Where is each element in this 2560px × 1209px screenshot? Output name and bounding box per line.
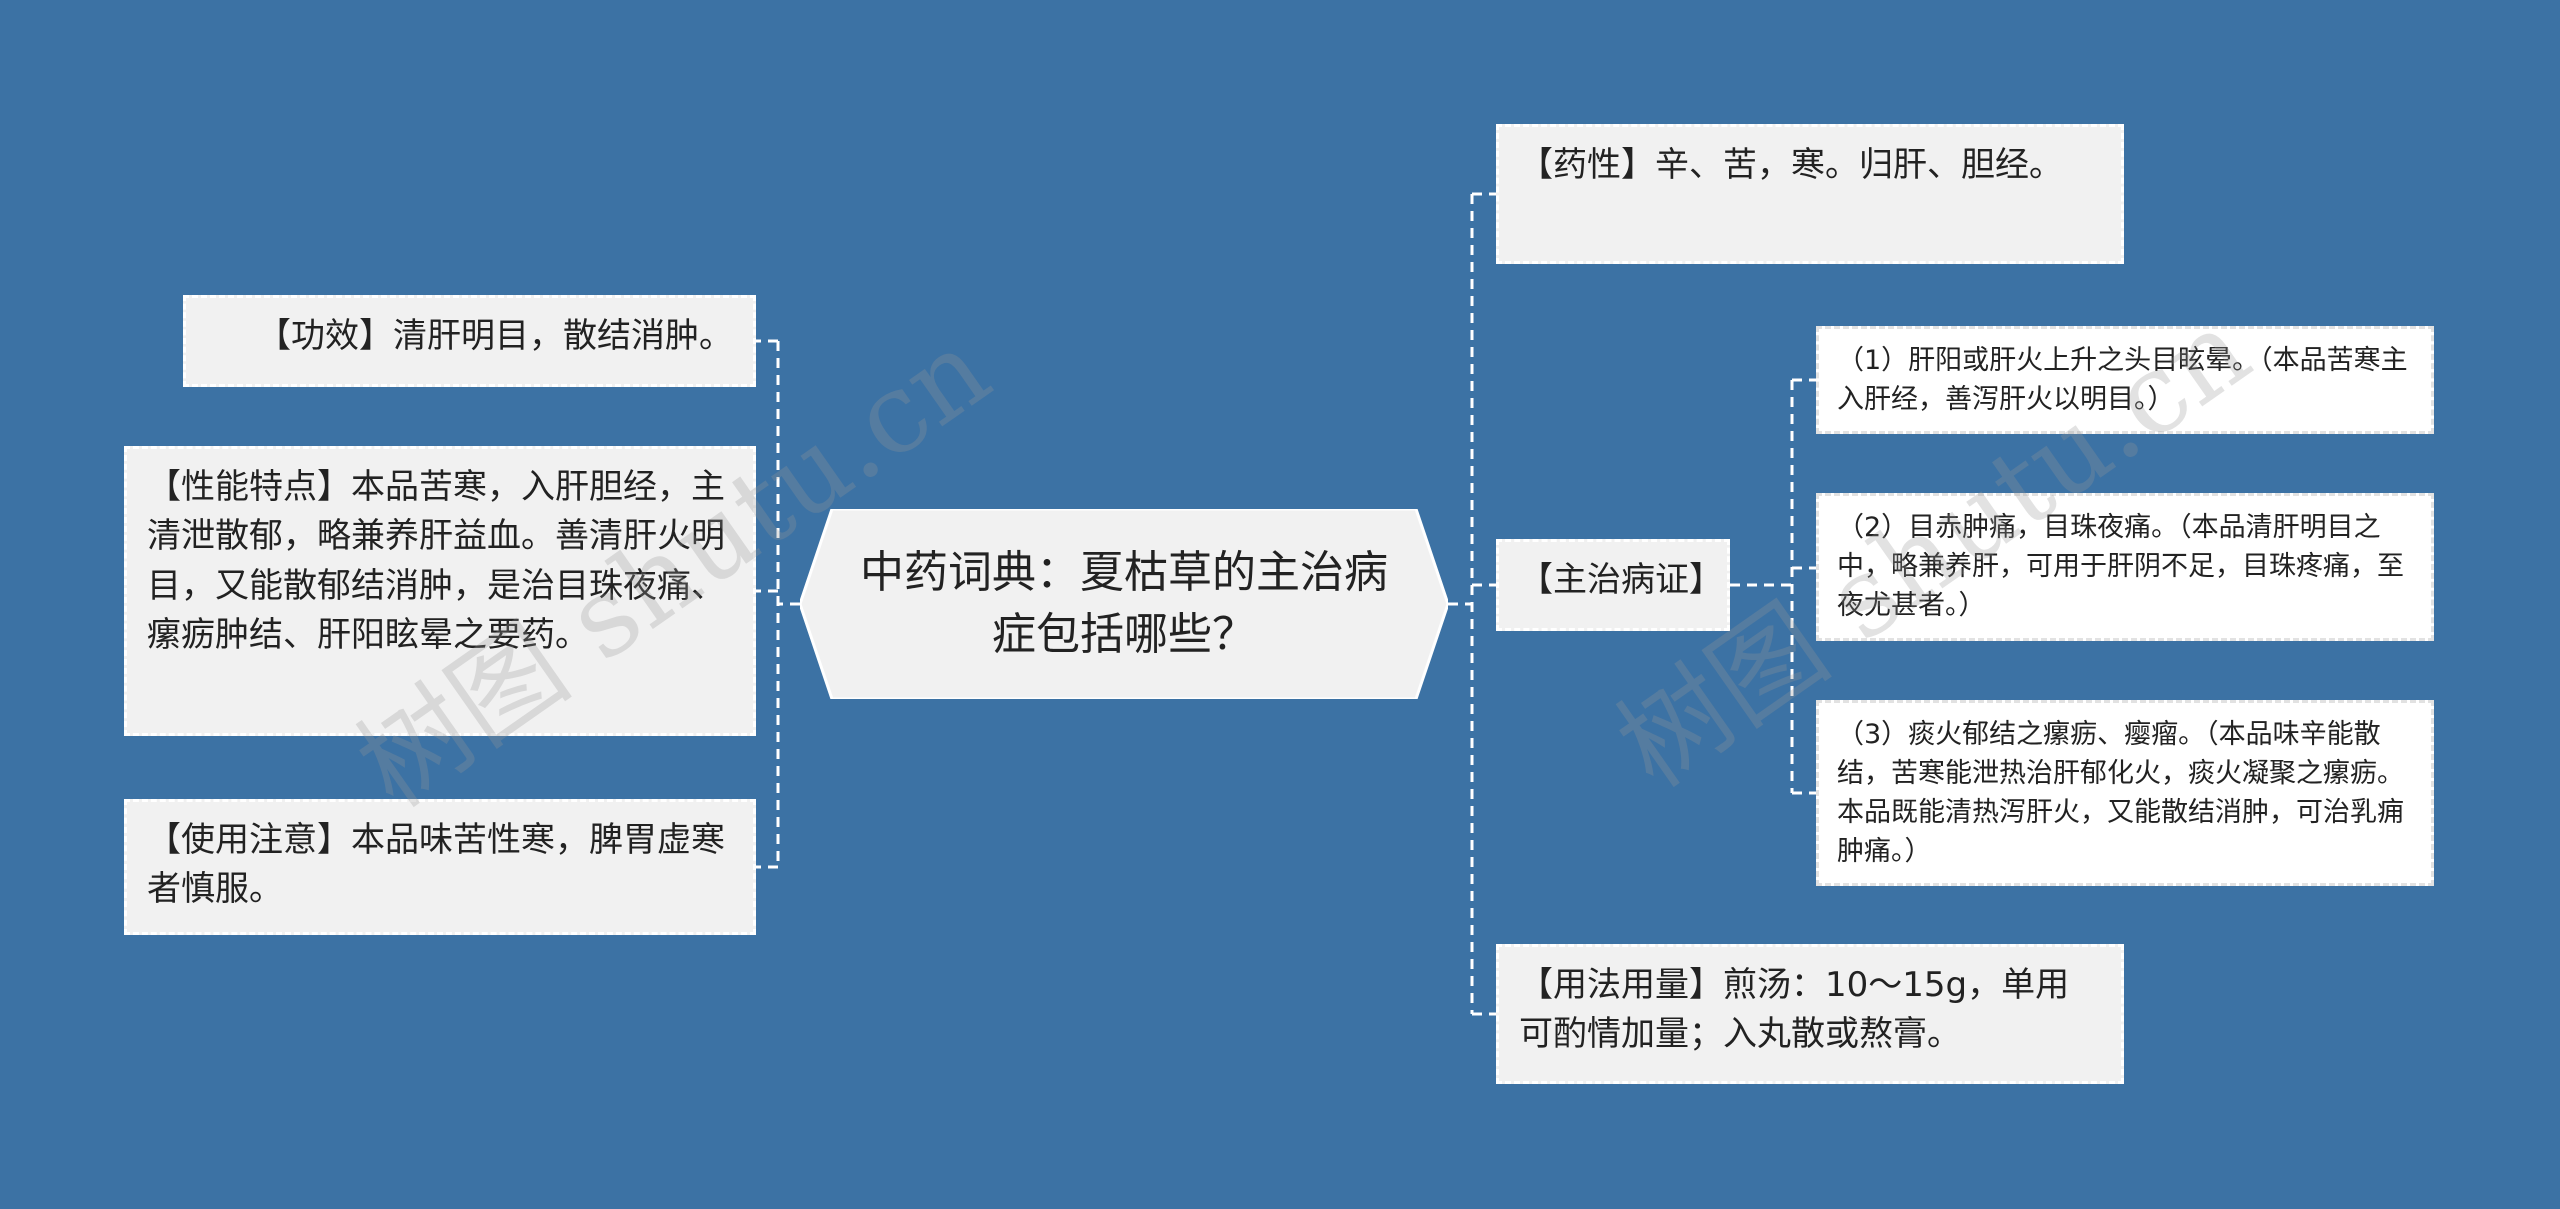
node-yaoxing[interactable]: 【药性】辛、苦，寒。归肝、胆经。 [1496,124,2124,264]
connector-zhuzhi-trunk [1730,380,1794,793]
node-yongfa-text: 【用法用量】煎汤：10～15g，单用可酌情加量；入丸散或熬膏。 [1519,965,2070,1055]
node-yaoxing-text: 【药性】辛、苦，寒。归肝、胆经。 [1519,145,2063,185]
node-zhuzhi-3-text: （3）痰火郁结之瘰疬、瘿瘤。（本品味辛能散结，苦寒能泄热治肝郁化火，痰火凝聚之瘰… [1837,719,2404,868]
node-zhuzhi[interactable]: 【主治病证】 [1496,539,1730,631]
node-yongfa[interactable]: 【用法用量】煎汤：10～15g，单用可酌情加量；入丸散或熬膏。 [1496,944,2124,1084]
central-topic[interactable]: 中药词典：夏枯草的主治病症包括哪些？ [800,509,1448,699]
central-topic-shape [800,509,1448,699]
node-shiyong-text: 【使用注意】本品味苦性寒，脾胃虚寒者慎服。 [147,820,725,910]
node-gongxiao-text: 【功效】清肝明目，散结消肿。 [257,316,733,356]
node-zhuzhi-2-text: （2）目赤肿痛，目珠夜痛。（本品清肝明目之中，略兼养肝，可用于肝阴不足，目珠疼痛… [1837,512,2404,622]
node-zhuzhi-1-text: （1）肝阳或肝火上升之头目眩晕。（本品苦寒主入肝经，善泻肝火以明目。） [1837,345,2408,416]
node-xingneng[interactable]: 【性能特点】本品苦寒，入肝胆经，主清泄散郁，略兼养肝益血。善清肝火明目，又能散郁… [124,446,756,736]
connector-left-trunk [776,341,800,867]
node-gongxiao[interactable]: 【功效】清肝明目，散结消肿。 [183,295,756,387]
connector-right-trunk [1448,194,1474,1014]
node-zhuzhi-text: 【主治病证】 [1519,560,1723,600]
node-xingneng-text: 【性能特点】本品苦寒，入肝胆经，主清泄散郁，略兼养肝益血。善清肝火明目，又能散郁… [147,467,725,655]
central-topic-title: 中药词典：夏枯草的主治病症包括哪些？ [860,547,1388,660]
node-shiyong[interactable]: 【使用注意】本品味苦性寒，脾胃虚寒者慎服。 [124,799,756,935]
node-zhuzhi-2[interactable]: （2）目赤肿痛，目珠夜痛。（本品清肝明目之中，略兼养肝，可用于肝阴不足，目珠疼痛… [1816,493,2434,641]
node-zhuzhi-3[interactable]: （3）痰火郁结之瘰疬、瘿瘤。（本品味辛能散结，苦寒能泄热治肝郁化火，痰火凝聚之瘰… [1816,700,2434,886]
node-zhuzhi-1[interactable]: （1）肝阳或肝火上升之头目眩晕。（本品苦寒主入肝经，善泻肝火以明目。） [1816,326,2434,434]
